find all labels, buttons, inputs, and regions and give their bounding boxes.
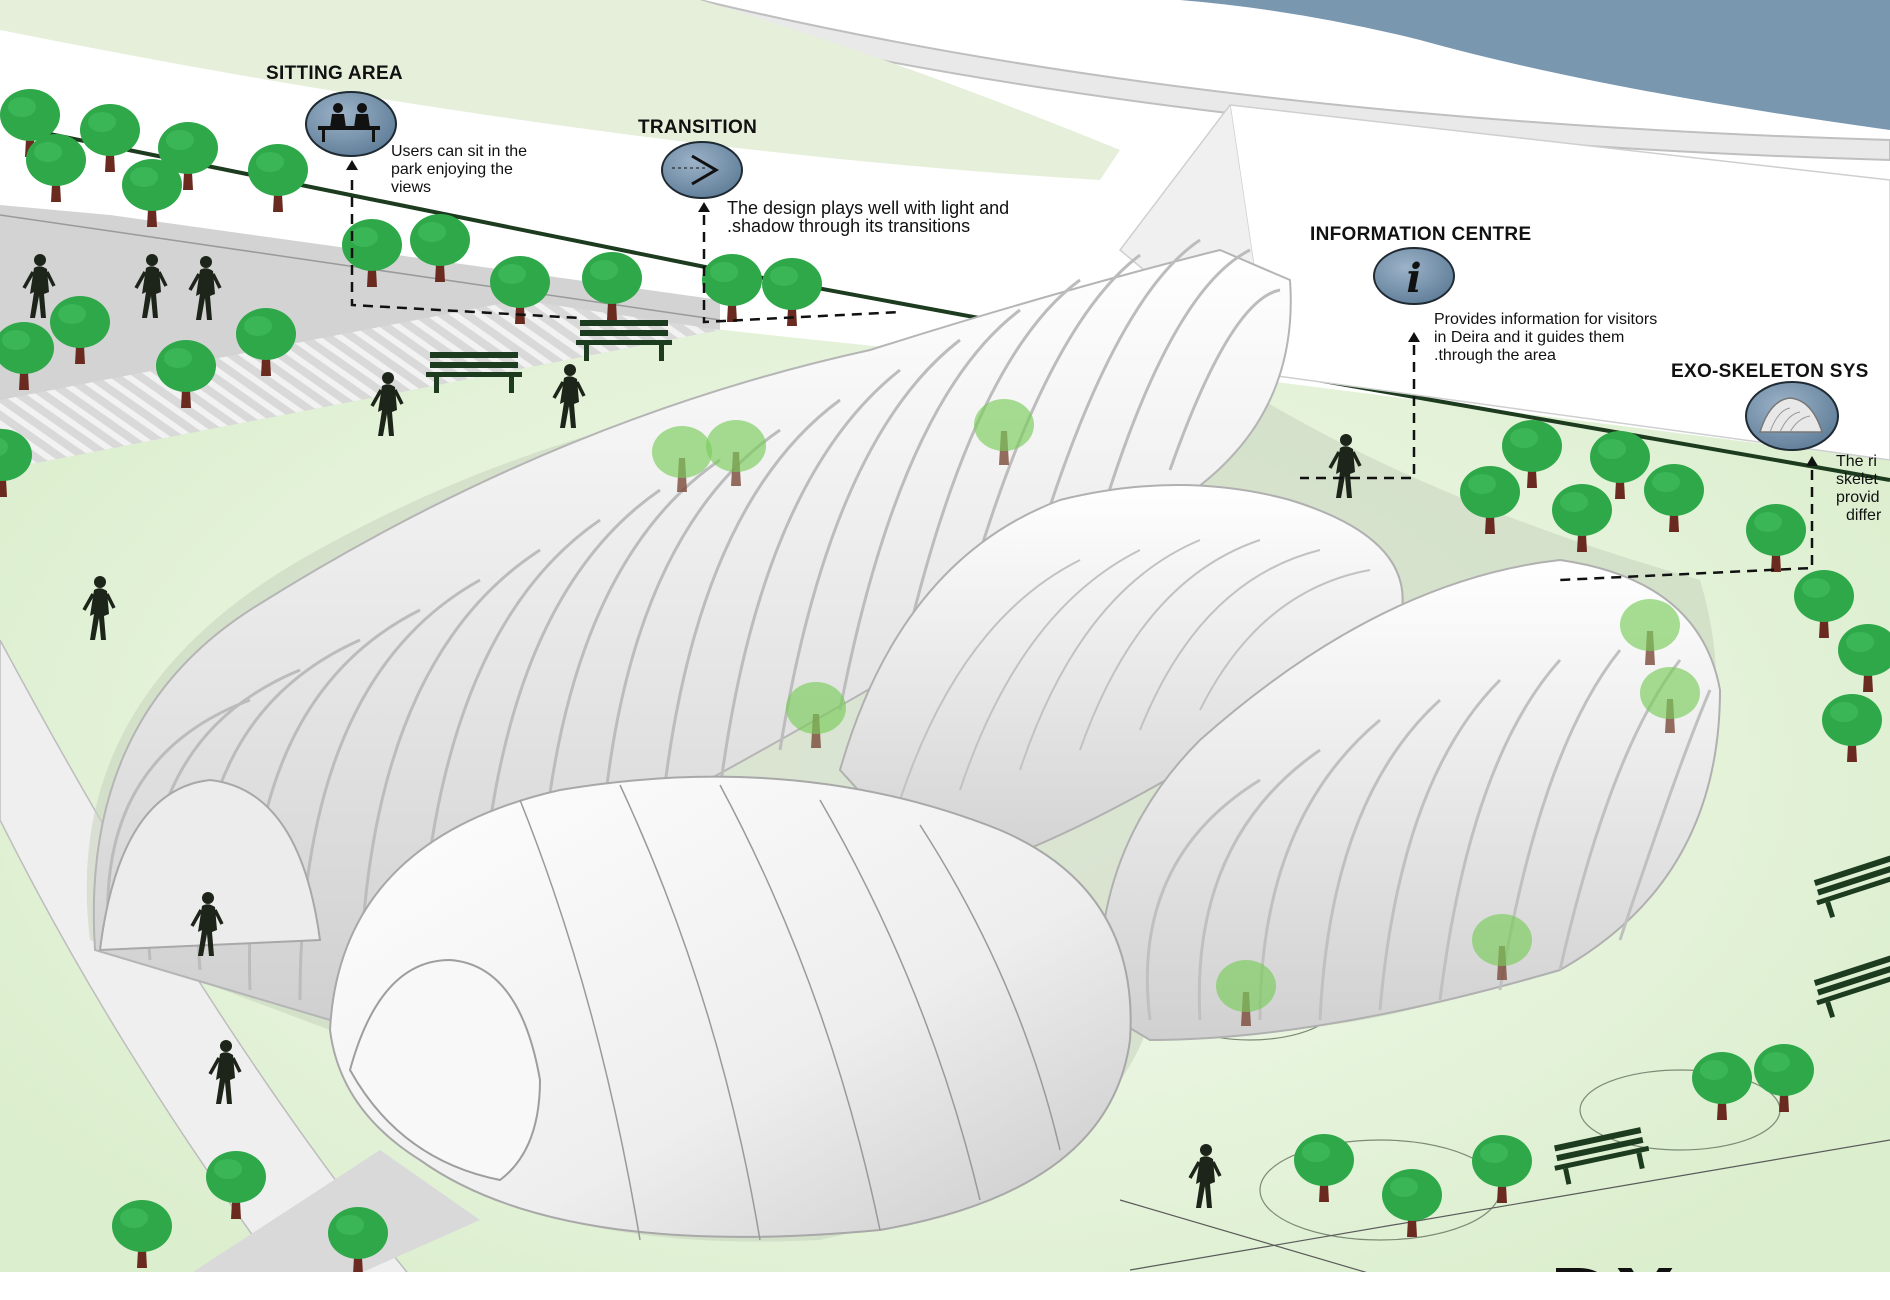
arrow-chevron-icon (661, 141, 743, 199)
annotation-information-centre: INFORMATION CENTRE i Provides informatio… (1310, 224, 1657, 364)
information-centre-title: INFORMATION CENTRE (1310, 224, 1531, 245)
vault-entrance (98, 778, 322, 952)
exo-skeleton-desc-line-1: The ri (1836, 453, 1877, 470)
sitting-area-title: SITTING AREA (266, 63, 403, 84)
transition-desc-line-1: The design plays well with light and (727, 198, 1009, 218)
sitting-area-desc-line-2: park enjoying the (391, 161, 513, 178)
transition-title: TRANSITION (638, 117, 757, 138)
information-centre-desc-line-1: Provides information for visitors (1434, 311, 1657, 328)
water-body (1180, 0, 1890, 130)
annotation-transition: TRANSITION The design plays well with li… (638, 117, 1009, 236)
footpath (150, 1150, 480, 1300)
bench-people-icon (305, 91, 397, 157)
annotation-exo-skeleton: EXO-SKELETON SYS The ri skelet provid di… (1671, 361, 1882, 524)
exo-skeleton-title: EXO-SKELETON SYS (1671, 361, 1869, 382)
transition-desc-line-2: .shadow through its transitions (727, 216, 970, 236)
sitting-area-desc-line-3: views (391, 179, 431, 196)
ribbed-vault-right (1098, 558, 1722, 1042)
annotation-sitting-area: SITTING AREA Users can sit in the park e… (266, 63, 527, 196)
exo-skeleton-icon (1745, 381, 1839, 451)
information-centre-desc-line-2: in Deira and it guides them (1434, 329, 1624, 346)
exo-skeleton-desc-line-4: differ (1846, 507, 1882, 524)
sitting-area-desc-line-1: Users can sit in the (391, 143, 527, 160)
middle-tube (838, 484, 1404, 882)
exo-skeleton-desc-line-3: provid (1836, 489, 1880, 506)
information-centre-desc-line-3: .through the area (1434, 347, 1556, 364)
dome-entrance (348, 958, 542, 1182)
svg-text:i: i (1406, 255, 1421, 302)
leader-lines (350, 180, 1814, 582)
exo-skeleton-desc-line-2: skelet (1836, 471, 1878, 488)
leader-arrows (346, 160, 1818, 466)
info-icon: i (1373, 247, 1455, 305)
